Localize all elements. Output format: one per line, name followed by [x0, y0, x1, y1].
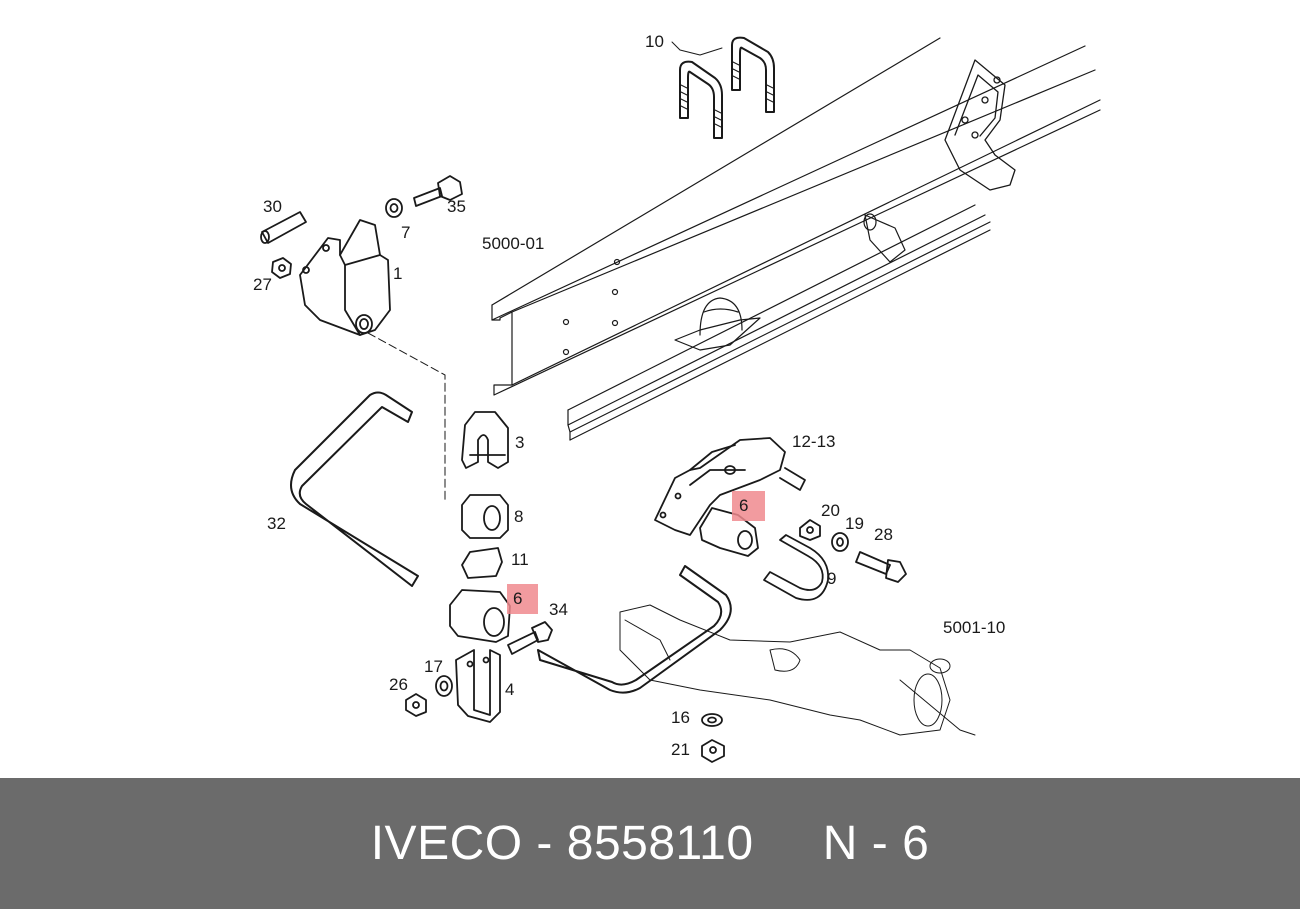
- callout-5000-01: 5000-01: [482, 234, 545, 253]
- callout-35: 35: [447, 197, 466, 216]
- callout-19: 19: [845, 514, 864, 533]
- bushing-6-left: [449, 589, 511, 643]
- nut-21: [701, 739, 725, 763]
- bushing-6-right: [699, 507, 759, 557]
- callout-6-left: 6: [513, 589, 523, 608]
- u-bolts: [679, 36, 775, 139]
- leaf-spring: [567, 204, 991, 441]
- nut-27: [271, 257, 292, 279]
- callout-26: 26: [389, 675, 408, 694]
- washer-16: [701, 713, 723, 727]
- callout-20: 20: [821, 501, 840, 520]
- clamp-9: [763, 534, 830, 601]
- callout-27: 27: [253, 275, 272, 294]
- front-axle: [619, 604, 976, 736]
- parts-diagram: 10 30 35 7 1 27 5000-01 3 32 8 11 6 34 1…: [253, 32, 1101, 763]
- callout-3: 3: [515, 433, 525, 452]
- callout-10: 10: [645, 32, 664, 51]
- callout-11: 11: [511, 550, 529, 569]
- callout-5001-10: 5001-10: [943, 618, 1006, 637]
- part-info-text: IVECO - 8558110 N - 6: [0, 778, 1300, 909]
- stabilizer-bar-32: [290, 391, 419, 587]
- pin: [260, 211, 307, 244]
- bolt-34: [507, 621, 553, 655]
- footer-gap: [754, 816, 823, 871]
- clamp-4: [455, 649, 501, 723]
- callout-4: 4: [505, 680, 515, 699]
- callout-6-right: 6: [739, 496, 749, 515]
- bolt-35: [413, 175, 463, 207]
- callout-34: 34: [549, 600, 568, 619]
- callout-7: 7: [401, 223, 411, 242]
- bushing-bracket-3: [461, 411, 509, 469]
- brand-name: IVECO: [370, 817, 523, 870]
- callout-28: 28: [874, 525, 893, 544]
- washer-19: [831, 532, 849, 552]
- part-info-footer: IVECO - 8558110 N - 6: [0, 778, 1300, 909]
- callout-12-13: 12-13: [792, 432, 836, 451]
- nut-20: [799, 519, 821, 541]
- bolt-28: [855, 551, 907, 583]
- stabilizer-bar-right: [537, 565, 732, 694]
- callout-21: 21: [671, 740, 690, 759]
- callout-32: 32: [267, 514, 286, 533]
- washer-7: [385, 198, 403, 218]
- callout-1: 1: [393, 264, 403, 283]
- callout-16: 16: [671, 708, 690, 727]
- highlight-box-right: [732, 491, 765, 521]
- stabilizer-bracket-right: [654, 437, 806, 536]
- brand-separator: -: [522, 817, 567, 870]
- bushing-8: [461, 494, 509, 539]
- spring-hanger-bracket: [944, 59, 1016, 191]
- callout-8: 8: [514, 507, 524, 526]
- assembly-dashline: [367, 332, 446, 501]
- washer-17: [435, 675, 453, 697]
- frame-rail: [491, 37, 1101, 396]
- callout-17: 17: [424, 657, 443, 676]
- part-number: 8558110: [566, 817, 754, 870]
- u-bolt-leader: [671, 41, 723, 56]
- exploded-view-drawing: [260, 36, 1101, 763]
- stabilizer-bracket-left: [299, 219, 391, 336]
- pad-11: [461, 547, 503, 579]
- callout-9: 9: [827, 569, 837, 588]
- callout-30: 30: [263, 197, 282, 216]
- highlight-box-left: [507, 584, 538, 614]
- position-label: N - 6: [822, 817, 930, 870]
- nut-26: [405, 693, 427, 717]
